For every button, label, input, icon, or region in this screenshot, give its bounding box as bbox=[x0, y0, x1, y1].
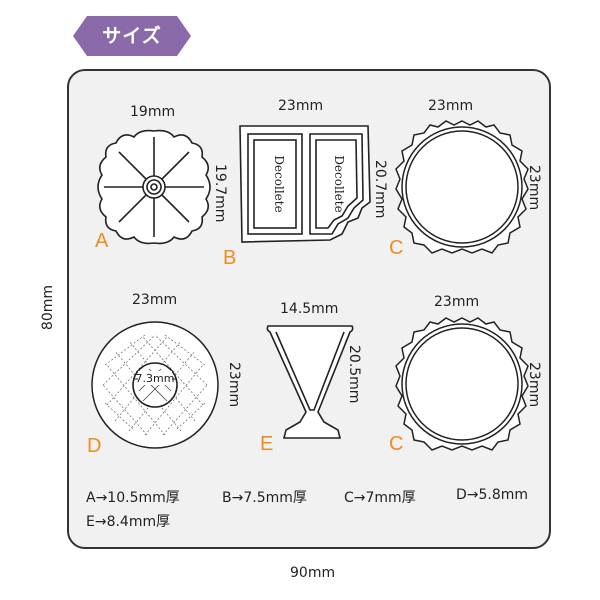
shape-c2-height: 23mm bbox=[526, 362, 542, 408]
shape-c1-width: 23mm bbox=[428, 98, 474, 114]
shape-d-round: 7.3mm bbox=[91, 321, 219, 449]
shape-a-flower bbox=[97, 129, 211, 245]
badge-shape bbox=[73, 16, 191, 56]
shape-a-width: 19mm bbox=[130, 104, 176, 120]
shape-a-letter: A bbox=[95, 230, 109, 252]
shape-b-emboss-right: Decollete bbox=[332, 155, 346, 212]
thickness-d: D→5.8mm bbox=[456, 487, 529, 503]
size-badge: サイズ bbox=[73, 16, 191, 56]
shape-e-width: 14.5mm bbox=[280, 301, 339, 317]
shape-c1-height: 20.7mm bbox=[372, 160, 388, 219]
shape-d-inner-label: 7.3mm bbox=[136, 372, 175, 385]
shape-c2-width: 23mm bbox=[434, 294, 480, 310]
shape-c1-letter: C bbox=[389, 237, 404, 259]
shape-e-letter: E bbox=[260, 433, 274, 455]
shape-c2-circle bbox=[395, 317, 529, 451]
shape-e-glass bbox=[266, 325, 354, 439]
thickness-b: B→7.5mm厚 bbox=[222, 490, 307, 506]
shape-b-letter: B bbox=[223, 247, 237, 269]
shape-d-width: 23mm bbox=[132, 292, 178, 308]
shape-b-chocolate: Decollete Decollete bbox=[239, 125, 371, 243]
shape-d-letter: D bbox=[87, 435, 102, 457]
badge-title: サイズ bbox=[102, 25, 162, 47]
shape-b-emboss-left: Decollete bbox=[272, 155, 286, 212]
shape-d-height: 23mm bbox=[226, 362, 242, 408]
shape-b-height: 19.7mm bbox=[212, 164, 228, 223]
thickness-e: E→8.4mm厚 bbox=[86, 514, 171, 530]
shape-c1-circle bbox=[395, 120, 529, 254]
shape-b-width: 23mm bbox=[278, 98, 324, 114]
thickness-a: A→10.5mm厚 bbox=[86, 490, 180, 506]
shape-c2-letter: C bbox=[389, 433, 404, 455]
shape-e-height: 20.5mm bbox=[346, 345, 362, 404]
panel-width-label: 90mm bbox=[290, 565, 336, 581]
panel-height-label: 80mm bbox=[40, 285, 56, 331]
thickness-c: C→7mm厚 bbox=[344, 490, 416, 506]
shape-c1-height-right: 23mm bbox=[526, 165, 542, 211]
